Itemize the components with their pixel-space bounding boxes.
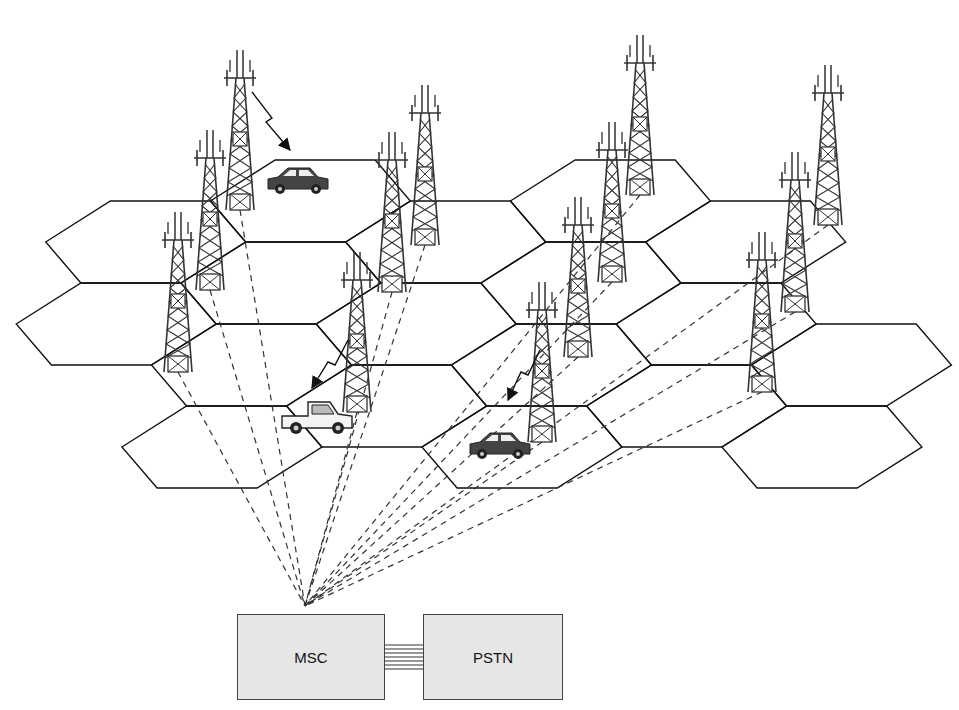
cell-tower bbox=[194, 130, 226, 290]
cell-hexagon bbox=[451, 324, 651, 406]
cell-tower bbox=[341, 252, 373, 412]
cell-tower bbox=[376, 132, 408, 292]
cell-tower bbox=[409, 85, 441, 245]
backhaul-link bbox=[305, 442, 542, 606]
cell-hexagon bbox=[422, 406, 622, 488]
trunk-lines bbox=[385, 645, 423, 669]
box-label: MSC bbox=[294, 649, 327, 666]
box-label: PSTN bbox=[473, 649, 513, 666]
cell-tower bbox=[562, 197, 594, 357]
cell-hexagon bbox=[751, 324, 951, 406]
cell-hexagon bbox=[646, 201, 846, 283]
switch-box: MSC bbox=[237, 614, 385, 700]
cell-hexagon bbox=[316, 283, 516, 365]
cell-tower bbox=[779, 152, 811, 312]
backhaul-link bbox=[210, 290, 305, 606]
backhaul-link bbox=[305, 195, 640, 606]
cell-tower bbox=[746, 232, 778, 392]
backhaul-link bbox=[305, 412, 357, 606]
backhaul-link bbox=[178, 372, 305, 606]
backhaul-link bbox=[305, 357, 578, 606]
backhaul-link bbox=[305, 392, 762, 606]
cell-tower bbox=[596, 122, 628, 282]
cell-tower bbox=[162, 212, 194, 372]
cell-tower bbox=[624, 35, 656, 195]
switch-box: PSTN bbox=[423, 614, 563, 700]
cell-hexagon bbox=[510, 160, 710, 242]
cell-hexagon bbox=[346, 201, 546, 283]
cell-tower bbox=[526, 282, 558, 442]
cell-tower bbox=[812, 65, 844, 225]
cell-hexagon bbox=[722, 406, 922, 488]
cell-tower bbox=[224, 50, 256, 210]
